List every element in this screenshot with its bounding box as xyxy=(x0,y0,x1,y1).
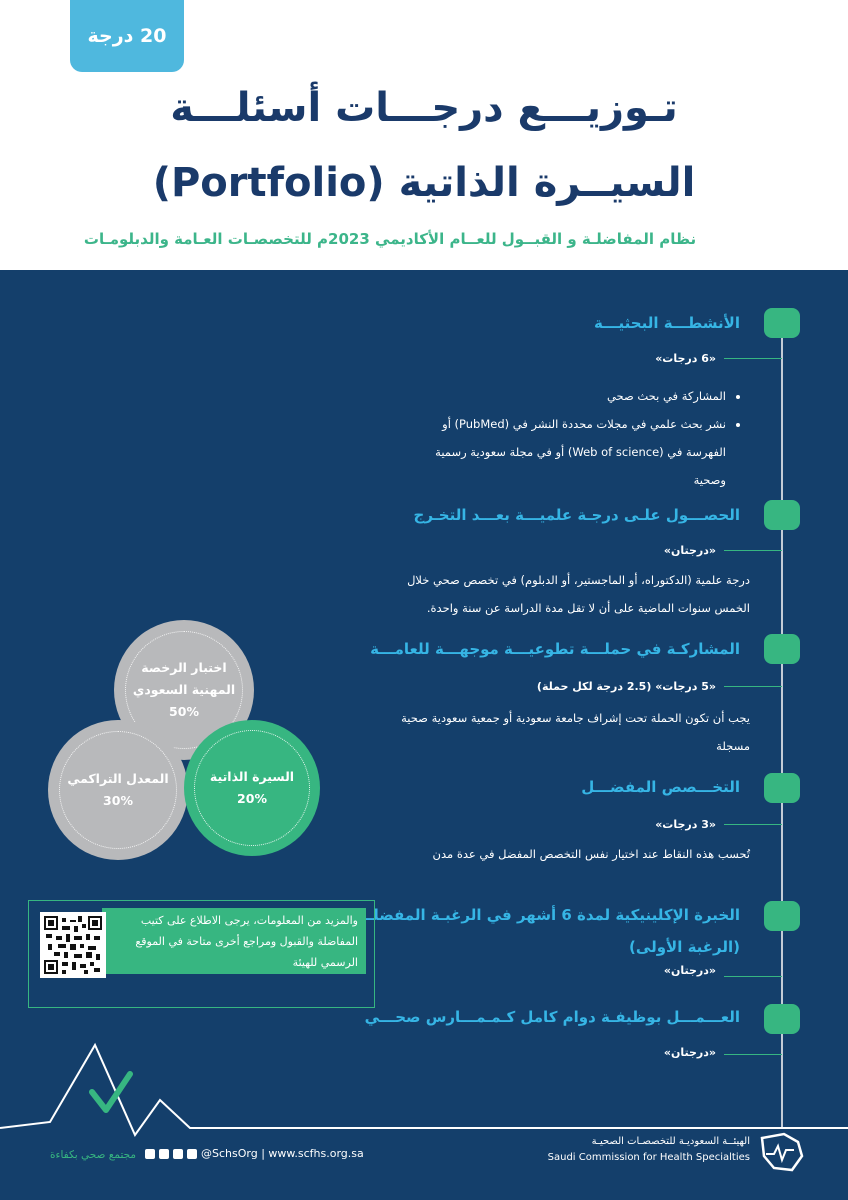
total-grade-badge: 20 درجة xyxy=(70,0,184,72)
page-title-line2: السيــرة الذاتية (Portfolio) xyxy=(152,160,696,206)
grade-note: (2.5 درجة لكل حملة) xyxy=(536,680,652,693)
qr-code-icon[interactable] xyxy=(40,912,106,978)
grade-connector xyxy=(724,686,782,687)
section-title-research: الأنشطـــة البحثيـــة xyxy=(594,314,740,332)
facebook-icon[interactable] xyxy=(187,1148,197,1159)
circle-ring xyxy=(194,730,310,846)
header-area: 20 درجة تـوزيـــع درجـــات أسئلـــة السي… xyxy=(0,0,848,270)
section-grade-degree: «درجتان» xyxy=(663,544,716,557)
info-text: والمزيد من المعلومات، يرجى الاطلاع على ك… xyxy=(102,908,366,974)
section-title-degree: الحصـــول علـى درجـة علميـــة بعـــد الت… xyxy=(413,506,740,524)
circle-ring xyxy=(59,731,177,849)
grade-connector xyxy=(724,358,782,359)
section-body-specialty: تُحسب هذه النقاط عند اختيار نفس التخصص ا… xyxy=(432,847,750,861)
section-body-degree: درجة علمية (الدكتوراه، أو الماجستير، أو … xyxy=(407,573,750,615)
section-grade-volunteer: «5 درجات» (2.5 درجة لكل حملة) xyxy=(537,680,716,693)
bullet-item: المشاركة في بحث صحي xyxy=(400,382,726,410)
timeline-node-specialty xyxy=(764,773,800,803)
youtube-icon[interactable] xyxy=(145,1148,155,1159)
page-subtitle: نظام المفاضلـة و القبــول للعــام الأكاد… xyxy=(83,230,697,248)
grade-connector xyxy=(724,550,782,551)
section-body-volunteer: يجب أن تكون الحملة تحت إشراف جامعة سعودي… xyxy=(401,711,750,753)
section-grade-fulltime: «درجتان» xyxy=(663,1046,716,1059)
footer-social: @SchsOrg | www.scfhs.org.sa xyxy=(145,1147,364,1160)
twitter-icon[interactable] xyxy=(173,1148,183,1159)
grade-value: «5 درجات» xyxy=(655,680,716,693)
section-title-clinical-2: (الرغبة الأولى) xyxy=(629,938,740,956)
footer-tagline: مجتمع صحي بكفاءة xyxy=(50,1149,137,1161)
section-grade-specialty: «3 درجات» xyxy=(655,818,716,831)
grade-connector xyxy=(724,1054,782,1055)
linkedin-icon[interactable] xyxy=(159,1148,169,1159)
section-grade-research: «6 درجات» xyxy=(655,352,716,365)
grade-connector xyxy=(724,976,782,977)
timeline-line xyxy=(781,320,783,1128)
circle-ring xyxy=(125,631,243,749)
content-panel: الأنشطـــة البحثيـــة «6 درجات» المشاركة… xyxy=(0,270,848,1200)
org-name-english: Saudi Commission for Health Specialties xyxy=(547,1152,750,1163)
section-title-fulltime: العـــمـــل بوظيفـة دوام كامل كـمـمـــار… xyxy=(364,1008,740,1026)
bullet-item: نشر بحث علمي في مجلات محددة النشر في (Pu… xyxy=(400,410,726,494)
page-title-line1: تـوزيـــع درجـــات أسئلـــة xyxy=(170,85,678,131)
timeline-node-clinical xyxy=(764,901,800,931)
org-name-arabic: الهيئــة السعوديـة للتخصصـات الصحيـة xyxy=(591,1136,750,1147)
timeline-node-volunteer xyxy=(764,634,800,664)
section-body-research: المشاركة في بحث صحي نشر بحث علمي في مجلا… xyxy=(400,382,750,494)
section-grade-clinical: «درجتان» xyxy=(663,964,716,977)
section-title-volunteer: المشاركـة في حملـــة تطوعيـــة موجهـــة … xyxy=(370,640,740,658)
heartbeat-wave-icon xyxy=(0,1042,848,1138)
section-title-specialty: التخـــصص المفضـــل xyxy=(581,778,740,796)
footer-social-text[interactable]: @SchsOrg | www.scfhs.org.sa xyxy=(201,1147,364,1160)
scfhs-logo-icon xyxy=(760,1132,804,1172)
grade-connector xyxy=(724,824,782,825)
timeline-node-degree xyxy=(764,500,800,530)
info-box xyxy=(28,900,375,1008)
section-title-clinical: الخبرة الإكلينيكية لمدة 6 أشهر في الرغبـ… xyxy=(348,906,740,924)
timeline-node-research xyxy=(764,308,800,338)
timeline-node-fulltime xyxy=(764,1004,800,1034)
